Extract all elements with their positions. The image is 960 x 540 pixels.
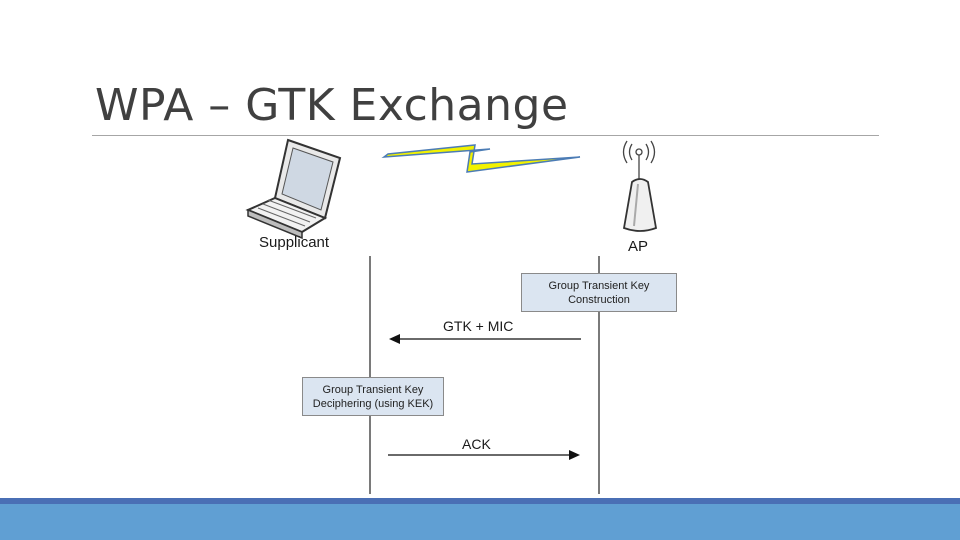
wireless-link-icon — [381, 144, 581, 173]
laptop-icon — [245, 138, 342, 240]
construction-line-1: Group Transient Key — [548, 279, 650, 292]
gtk-mic-label: GTK + MIC — [443, 318, 514, 334]
signal-waves-icon — [622, 140, 656, 180]
deciphering-line-1: Group Transient Key — [322, 383, 424, 396]
ack-arrow — [388, 450, 580, 460]
ack-label: ACK — [462, 436, 491, 452]
footer-accent-line — [0, 498, 960, 504]
ap-label: AP — [628, 238, 649, 255]
gtk-construction-box: Group Transient Key Construction — [521, 273, 677, 312]
title-divider — [92, 135, 879, 136]
gtk-mic-arrow — [389, 334, 581, 344]
access-point-icon — [622, 178, 658, 232]
construction-line-2: Construction — [568, 293, 630, 306]
deciphering-line-2: Deciphering (using KEK) — [312, 397, 434, 410]
footer-bar — [0, 504, 960, 540]
slide-title: WPA – GTK Exchange — [95, 80, 569, 131]
gtk-deciphering-box: Group Transient Key Deciphering (using K… — [302, 377, 444, 416]
supplicant-label: Supplicant — [259, 234, 330, 251]
